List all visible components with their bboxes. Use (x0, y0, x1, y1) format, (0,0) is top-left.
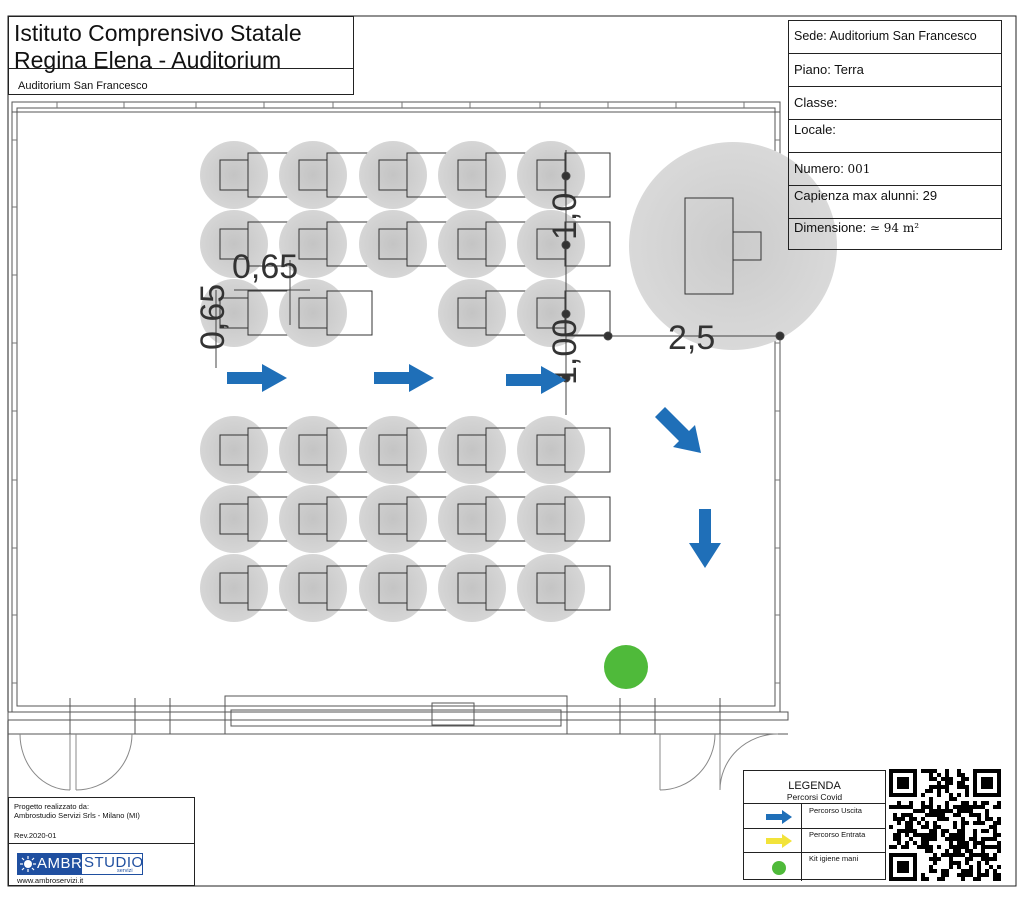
sheet-frame (7, 15, 1017, 887)
hygiene-kit-dot (604, 645, 648, 689)
student-seat (438, 210, 532, 278)
dimension-lines (215, 150, 785, 415)
student-seats (200, 141, 611, 622)
doors (19, 733, 779, 791)
student-seat (279, 554, 373, 622)
title-line-1: Istituto Comprensivo Statale (14, 20, 302, 46)
legend: LEGENDA Percorsi Covid Percorso Uscita P… (743, 770, 886, 881)
legend-row-hygiene: Kit igiene mani (744, 852, 885, 881)
numero-value: 001 (847, 162, 871, 176)
teacher-desk (629, 142, 837, 350)
logo-text-right: STUDIO (84, 854, 144, 871)
legend-label-hygiene: Kit igiene mani (809, 854, 859, 863)
student-seat (438, 141, 532, 209)
exit-route (227, 364, 721, 568)
numero-label: Numero: (794, 161, 848, 176)
student-seat (200, 554, 294, 622)
student-seat (438, 554, 532, 622)
title-divider (9, 68, 353, 69)
student-seat (359, 485, 453, 553)
info-capienza: Capienza max alunni: 29 (789, 186, 1001, 219)
project-block: Progetto realizzato da: Ambrostudio Serv… (8, 797, 195, 886)
title-block: Istituto Comprensivo Statale Regina Elen… (8, 16, 354, 95)
student-seat (438, 416, 532, 484)
student-seat (200, 485, 294, 553)
legend-subtitle: Percorsi Covid (786, 792, 843, 802)
arrow-right-icon (766, 834, 792, 848)
student-seat (279, 141, 373, 209)
project-line-1: Progetto realizzato da: (14, 802, 90, 811)
dimension-seat-width: 0,65 (232, 248, 298, 286)
arrow-right-icon (766, 810, 792, 824)
arrow-right-icon (506, 366, 566, 394)
student-seat (279, 279, 373, 347)
dimension-seat-depth: 0,65 (194, 284, 232, 350)
logo: AMBRO STUDIO servizi (17, 853, 143, 875)
legend-label-exit: Percorso Uscita (809, 806, 862, 815)
legend-row-exit: Percorso Uscita (744, 804, 885, 829)
arrow-right-icon (227, 364, 287, 392)
dimensione-label: Dimensione: (794, 220, 870, 235)
logo-sub: servizi (117, 868, 133, 874)
info-sede: Sede: Auditorium San Francesco (789, 21, 1001, 54)
dimension-row-spacing-top: 1,0 (546, 193, 584, 240)
student-seat (438, 485, 532, 553)
dimension-teacher-distance: 2,5 (668, 319, 715, 357)
info-piano: Piano: Terra (789, 54, 1001, 87)
student-seat (279, 485, 373, 553)
sun-icon (20, 856, 36, 872)
revision: Rev.2020-01 (14, 831, 57, 840)
legend-title: LEGENDA (788, 780, 841, 792)
info-locale: Locale: (789, 120, 1001, 153)
student-seat (200, 279, 294, 347)
student-seat (517, 416, 611, 484)
project-divider (9, 843, 194, 844)
website: www.ambroservizi.it (17, 876, 84, 885)
bottom-wall (7, 695, 789, 735)
student-seat (279, 416, 373, 484)
dimensione-value: ≃ 94 m² (869, 221, 920, 235)
info-panel: Sede: Auditorium San Francesco Piano: Te… (788, 20, 1002, 250)
student-seat (279, 210, 373, 278)
info-dimensione: Dimensione: ≃ 94 m² (789, 219, 1001, 250)
arrow-diagonal-icon (655, 407, 701, 453)
window-marks (12, 102, 780, 684)
legend-table: Percorso Uscita Percorso Entrata Kit igi… (744, 803, 885, 881)
student-seat (359, 210, 453, 278)
logo-right-box (81, 853, 143, 875)
student-seat (517, 554, 611, 622)
legend-row-entry: Percorso Entrata (744, 828, 885, 853)
info-classe: Classe: (789, 87, 1001, 120)
logo-text-left: AMBRO (37, 855, 95, 872)
title-line-2: Regina Elena - Auditorium (14, 47, 282, 73)
subtitle: Auditorium San Francesco (18, 80, 148, 92)
arrow-down-icon (689, 509, 721, 568)
info-numero: Numero: 001 (789, 153, 1001, 186)
arrow-right-icon (374, 364, 434, 392)
project-line-2: Ambrostudio Servizi Srls - Milano (MI) (14, 811, 140, 820)
legend-col-divider (801, 804, 802, 881)
qr-code-icon (889, 769, 1001, 881)
dot-icon (772, 861, 786, 875)
student-seat (517, 485, 611, 553)
legend-label-entry: Percorso Entrata (809, 830, 866, 839)
